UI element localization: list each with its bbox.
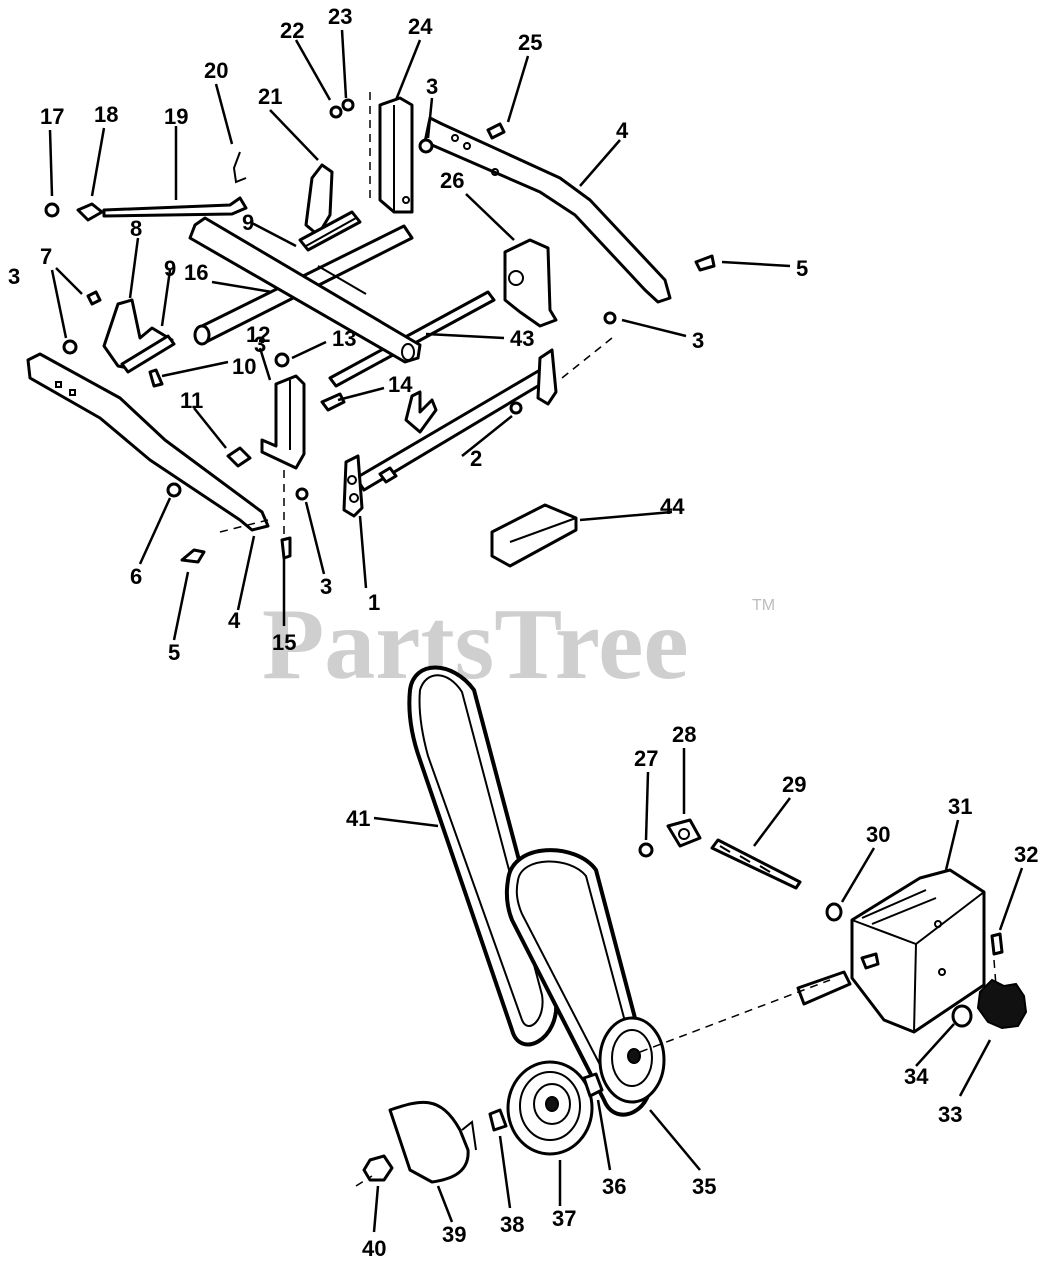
callout-4b: 4	[228, 608, 241, 633]
bracket-21	[304, 163, 334, 237]
callout-14: 14	[388, 372, 413, 397]
callout-29: 29	[782, 772, 806, 797]
callout-37: 37	[552, 1206, 576, 1231]
callout-25: 25	[518, 30, 542, 55]
callout-20: 20	[204, 58, 228, 83]
rod-29	[710, 838, 802, 890]
callout-28: 28	[672, 722, 696, 747]
callout-44: 44	[660, 494, 685, 519]
callout-13: 13	[332, 326, 356, 351]
callout-19: 19	[164, 104, 188, 129]
rod-19	[102, 196, 248, 218]
callout-8: 8	[130, 216, 142, 241]
bracket-26	[503, 238, 558, 328]
lift-arm-right	[423, 116, 672, 304]
callout-3a: 3	[8, 264, 20, 289]
callout-3d: 3	[320, 574, 332, 599]
spacer-38	[488, 1108, 508, 1132]
watermark: PartsTree TM	[262, 588, 775, 701]
knob-33	[976, 978, 1028, 1030]
plate-24	[378, 96, 414, 214]
leader-lines	[48, 29, 1024, 1233]
block-28	[666, 818, 702, 848]
callout-26: 26	[440, 168, 464, 193]
crossbar	[188, 216, 422, 364]
bracket-8	[102, 298, 174, 370]
callout-39: 39	[442, 1222, 466, 1247]
callout-22: 22	[280, 18, 304, 43]
callout-4a: 4	[616, 118, 629, 143]
washer-34	[951, 1004, 973, 1028]
callout-1: 1	[368, 590, 380, 615]
callout-3b: 3	[426, 74, 438, 99]
callout-5a: 5	[796, 256, 808, 281]
callout-24: 24	[408, 14, 433, 39]
callout-38: 38	[500, 1212, 524, 1237]
callout-17: 17	[40, 104, 64, 129]
callout-5b: 5	[168, 640, 180, 665]
callout-9b: 9	[164, 256, 176, 281]
callout-23: 23	[328, 4, 352, 29]
nut-40	[362, 1154, 394, 1182]
pin-11	[226, 446, 252, 468]
callout-3e: 3	[254, 332, 266, 357]
watermark-trademark: TM	[752, 597, 775, 614]
callout-10: 10	[232, 354, 256, 379]
pin-32	[990, 932, 1004, 956]
callout-43: 43	[510, 326, 534, 351]
callout-12: 12	[246, 322, 270, 347]
callout-34: 34	[904, 1064, 929, 1089]
callout-27: 27	[634, 746, 658, 771]
spacer-36	[582, 1072, 604, 1098]
callout-9a: 9	[242, 210, 254, 235]
callout-16: 16	[184, 260, 208, 285]
callout-32: 32	[1014, 842, 1038, 867]
callout-6: 6	[130, 564, 142, 589]
pulley-37	[506, 1060, 594, 1156]
guard-39	[388, 1100, 470, 1184]
callout-18: 18	[94, 102, 118, 127]
watermark-text: PartsTree	[262, 588, 689, 701]
callout-35: 35	[692, 1174, 716, 1199]
angle-44	[490, 503, 578, 568]
callout-11: 11	[180, 388, 203, 413]
callout-2: 2	[470, 446, 482, 471]
shaft-stub	[796, 970, 852, 1006]
callout-41: 41	[346, 806, 370, 831]
pin-20	[232, 151, 247, 184]
callout-31: 31	[948, 794, 972, 819]
callout-40: 40	[362, 1236, 386, 1261]
hardware-nuts	[44, 98, 716, 564]
callout-3c: 3	[692, 328, 704, 353]
callout-33: 33	[938, 1102, 962, 1127]
bracket-12	[260, 374, 306, 470]
lower-assembly	[355, 665, 1028, 1187]
callout-36: 36	[602, 1174, 626, 1199]
callout-labels: 1 2 3 3 3 3 3 4 4 5 5 6 7 8 9 9 10 11 12…	[8, 4, 1038, 1261]
housing-31	[850, 868, 986, 1034]
nut-27	[638, 842, 654, 858]
callout-15: 15	[272, 630, 296, 655]
washer-30	[825, 902, 843, 922]
belt-41	[407, 665, 559, 1047]
callout-7: 7	[40, 244, 52, 269]
upper-assembly	[26, 92, 716, 568]
lift-arm-left	[26, 352, 270, 532]
pulley-35	[598, 1016, 666, 1104]
callout-30: 30	[866, 822, 890, 847]
callout-21: 21	[258, 84, 282, 109]
